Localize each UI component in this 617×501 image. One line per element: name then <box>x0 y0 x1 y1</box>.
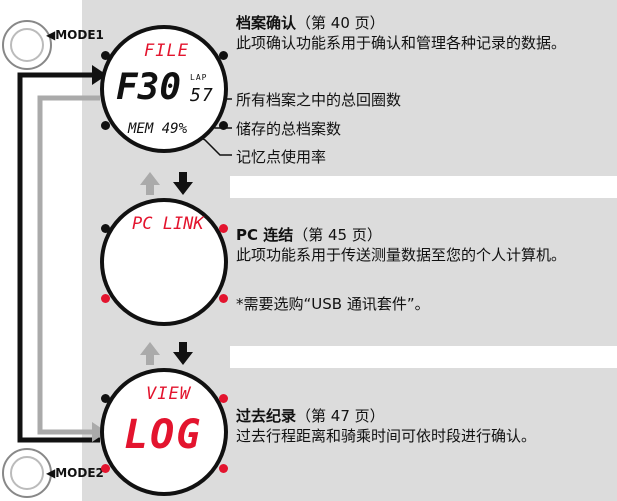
down-arrow-black <box>173 172 193 195</box>
callout-total-files: 储存的总档案数 <box>236 120 342 138</box>
watch-lug <box>219 394 228 403</box>
mode2-flow-line <box>37 95 100 435</box>
section-file-heading: 档案确认（第 40 页） <box>236 12 385 33</box>
mode2-label-text: MODE2 <box>55 466 104 480</box>
up-arrow-gray <box>140 342 160 365</box>
separator-band <box>230 176 617 198</box>
section-pclink-title: PC 连结 <box>236 226 294 244</box>
mode2-label: ◀MODE2 <box>46 466 104 480</box>
screen-mode-label: PC LINK <box>132 214 204 234</box>
lap-label: LAP <box>190 73 208 82</box>
screen-mode-label: FILE <box>144 41 189 61</box>
watch-log-screen: VIEW LOG <box>100 368 228 496</box>
memory-readout: MEM 49% <box>128 121 188 137</box>
screen-mode-label: VIEW <box>146 384 191 404</box>
watch-lug <box>219 224 228 233</box>
watch-lug <box>219 464 228 473</box>
mode1-button[interactable] <box>2 20 52 70</box>
watch-lug <box>101 224 110 233</box>
section-file-page: （第 40 页） <box>296 14 385 32</box>
down-arrow-black <box>173 342 193 365</box>
section-file-title: 档案确认 <box>236 14 297 32</box>
section-pclink-heading: PC 连结（第 45 页） <box>236 224 382 245</box>
watch-lug <box>101 464 110 473</box>
watch-lug <box>219 294 228 303</box>
section-pclink-note: *需要选购“USB 通讯套件”。 <box>236 295 430 313</box>
watch-file-screen: FILE F30 LAP 57 MEM 49% <box>100 25 228 153</box>
watch-lug <box>101 394 110 403</box>
section-pclink-page: （第 45 页） <box>293 226 382 244</box>
file-count: F30 <box>116 67 182 108</box>
callout-total-laps: 所有档案之中的总回圈数 <box>236 91 402 109</box>
mode1-label-text: MODE1 <box>55 28 104 42</box>
callout-memory-usage: 记忆点使用率 <box>236 148 327 166</box>
mode1-flow-arrowhead <box>92 65 107 85</box>
section-log-desc: 过去行程距离和骑乘时间可依时段进行确认。 <box>236 427 537 445</box>
watch-lug <box>101 51 110 60</box>
watch-lug <box>219 51 228 60</box>
section-file-desc: 此项确认功能系用于确认和管理各种记录的数据。 <box>236 34 567 52</box>
section-log-title: 过去纪录 <box>236 407 297 425</box>
mode2-flow-arrowhead <box>92 422 107 442</box>
watch-pclink-screen: PC LINK <box>100 198 228 326</box>
watch-lug <box>101 294 110 303</box>
watch-lug <box>101 121 110 130</box>
up-arrow-gray <box>140 172 160 195</box>
mode1-flow-line <box>17 72 100 443</box>
log-display: LOG <box>124 412 203 458</box>
section-log-page: （第 47 页） <box>296 407 385 425</box>
separator-band <box>230 346 617 368</box>
lap-count: 57 <box>190 85 214 106</box>
watch-lug <box>219 121 228 130</box>
section-pclink-desc: 此项功能系用于传送测量数据至您的个人计算机。 <box>236 246 567 264</box>
mode2-button[interactable] <box>2 448 52 498</box>
section-log-heading: 过去纪录（第 47 页） <box>236 405 385 426</box>
mode1-button-face <box>10 28 44 62</box>
mode2-button-face <box>10 456 44 490</box>
mode1-label: ◀MODE1 <box>46 28 104 42</box>
